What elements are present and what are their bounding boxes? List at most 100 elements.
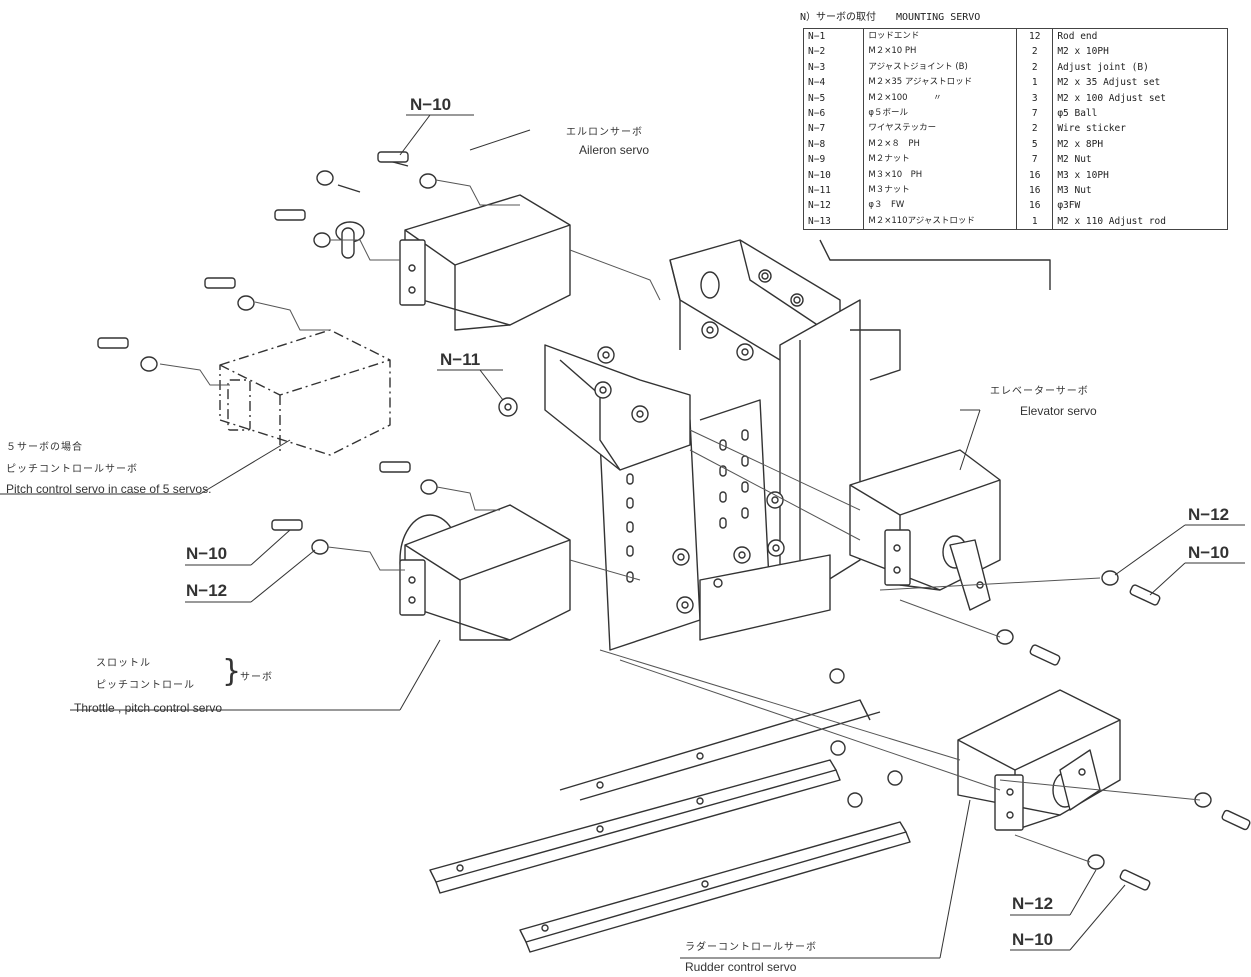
callout-n11: N−11 [440,350,481,369]
part-code: N−3 [802,59,865,76]
part-qty: 16 [1016,167,1054,184]
part-name-jp: φ３ FW [863,198,1018,214]
part-qty: 3 [1016,90,1054,107]
part-code: N−13 [802,213,865,230]
part-code: N−8 [802,136,865,153]
callout-n10-top: N−10 [410,95,452,114]
part-code: N−4 [802,75,865,91]
part-name-en: M2 x 110 Adjust rod [1052,213,1228,230]
screws-washers [97,151,1251,891]
frame-rail-back [559,699,881,801]
part-code: N−6 [802,106,865,122]
part-name-en: φ5 Ball [1052,106,1228,122]
throttle-servo-label-jp3: サーボ [240,672,273,683]
pitch-servo-label-en: Pitch control servo in case of 5 servos. [6,482,212,496]
frame-nuts [594,321,785,614]
part-name-jp: M２×110アジャストロッド [863,213,1018,230]
callout-n12-right: N−12 [1188,505,1230,524]
part-name-jp: φ５ボール [863,106,1018,122]
part-name-en: M2 x 10PH [1052,44,1228,60]
callout-n10-right: N−10 [1188,543,1230,562]
callout-n10-bottom: N−10 [1012,930,1054,949]
part-qty: 2 [1016,121,1054,137]
elevator-servo-label-jp: エレベーターサーボ [990,386,1089,397]
leader-lines [0,114,1245,959]
part-name-en: M2 x 8PH [1052,136,1228,153]
part-name-en: M3 Nut [1052,183,1228,199]
part-code: N−5 [802,90,865,107]
part-name-jp: M２×100 〃 [863,90,1018,107]
part-code: N−11 [802,183,865,199]
part-qty: 7 [1016,152,1054,168]
rudder-servo-label-en: Rudder control servo [685,960,797,974]
servo-mount-frame [544,239,1051,651]
throttle-servo-label-jp2: ピッチコントロール [96,680,195,691]
part-name-jp: ロッドエンド [863,28,1018,45]
part-qty: 1 [1016,75,1054,91]
part-name-jp: M２ナット [863,152,1018,168]
part-name-jp: M３×10 PH [863,167,1018,184]
part-name-en: Adjust joint (B) [1052,59,1228,76]
callout-n12-left: N−12 [186,581,228,600]
nut-n11 [498,397,518,417]
parts-table-title: N）サーボの取付 MOUNTING SERVO [800,12,981,23]
part-qty: 2 [1016,44,1054,60]
part-qty: 1 [1016,213,1054,230]
part-name-jp: M２×35 アジャストロッド [863,75,1018,91]
callout-n12-bottom: N−12 [1012,894,1054,913]
pitch-servo-label-jp2: ピッチコントロールサーボ [6,464,138,475]
part-qty: 12 [1016,28,1054,45]
elevator-servo-label-en: Elevator servo [1020,404,1097,418]
part-name-jp: M２×10 PH [863,44,1018,60]
part-name-en: Wire sticker [1052,121,1228,137]
rudder-servo [957,689,1121,831]
elevator-servo [849,449,1001,611]
part-code: N−9 [802,152,865,168]
pitch-control-servo-optional [219,329,391,456]
aileron-servo [335,194,571,331]
throttle-servo-brace: } [222,654,242,689]
throttle-servo-label-en: Throttle , pitch control servo [74,701,223,715]
part-code: N−10 [802,167,865,184]
part-name-jp: M３ナット [863,183,1018,199]
part-code: N−1 [802,28,865,45]
part-name-en: M2 x 35 Adjust set [1052,75,1228,91]
part-qty: 16 [1016,183,1054,199]
callout-n10-left: N−10 [186,544,228,563]
part-qty: 16 [1016,198,1054,214]
aileron-servo-label-jp: エルロンサーボ [566,127,643,138]
part-qty: 2 [1016,59,1054,76]
part-name-en: M3 x 10PH [1052,167,1228,184]
part-code: N−2 [802,44,865,60]
part-code: N−12 [802,198,865,214]
throttle-servo-label-jp1: スロットル [96,658,151,669]
part-name-jp: M２×８ PH [863,136,1018,153]
frame-rail-lower [519,821,911,953]
part-name-en: Rod end [1052,28,1228,45]
throttle-pitch-servo [399,504,571,641]
aileron-servo-label-en: Aileron servo [579,143,650,157]
part-name-en: M2 Nut [1052,152,1228,168]
part-qty: 7 [1016,106,1054,122]
part-code: N−7 [802,121,865,137]
part-qty: 5 [1016,136,1054,153]
part-name-jp: ワイヤステッカー [863,121,1018,137]
assembly-guide-lines [159,179,1201,863]
part-name-en: φ3FW [1052,198,1228,214]
